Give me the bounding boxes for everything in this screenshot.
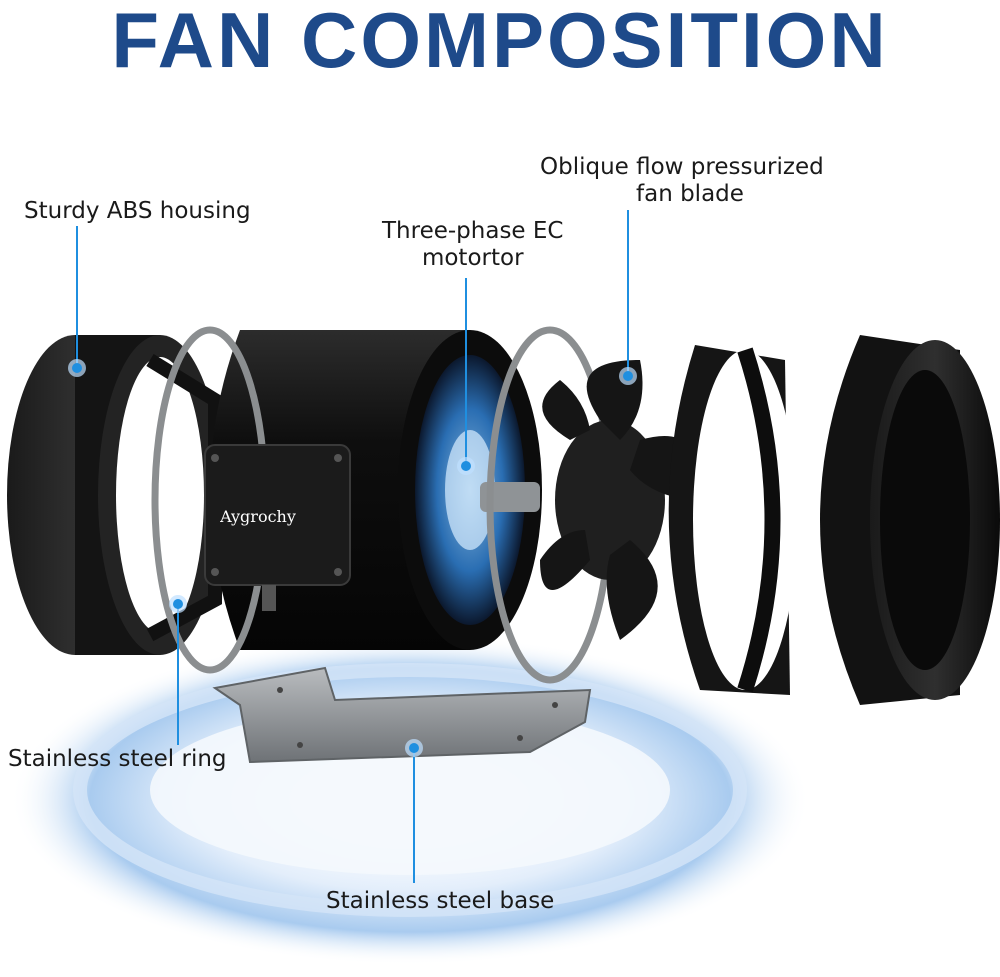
control-box: [204, 444, 351, 611]
callout-motor-line1: Three-phase EC: [382, 218, 564, 244]
callout-housing-text: Sturdy ABS housing: [24, 198, 251, 224]
callout-dots: [68, 359, 637, 757]
right-inner-collar: [668, 345, 797, 695]
stainless-base-plate: [212, 666, 592, 764]
callout-base: Stainless steel base: [326, 888, 554, 915]
callout-blade-line1: Oblique flow pressurized: [540, 154, 824, 180]
callout-dot-ring: [169, 595, 187, 613]
callout-blade-line2: fan blade: [636, 181, 744, 207]
glow-platform: [10, 635, 810, 965]
callout-ring: Stainless steel ring: [8, 746, 227, 773]
callout-dot-motor: [457, 457, 475, 475]
callout-blade: Oblique flow pressurized fan blade: [540, 154, 824, 208]
callout-motor: Three-phase EC motortor: [382, 218, 563, 272]
page-title: FAN COMPOSITION: [111, 0, 889, 84]
callout-housing: Sturdy ABS housing: [24, 198, 251, 225]
callout-ring-text: Stainless steel ring: [8, 746, 227, 772]
callout-lines: [76, 210, 629, 883]
callout-dot-blade: [619, 367, 637, 385]
callout-base-text: Stainless steel base: [326, 888, 555, 914]
callout-motor-line2: motortor: [421, 245, 524, 271]
right-duct-collar: [820, 335, 1000, 705]
callout-dot-housing: [68, 359, 86, 377]
brand-label: Aygrochy: [219, 507, 296, 526]
left-duct-collar: [7, 335, 222, 655]
callout-dot-base: [405, 739, 423, 757]
